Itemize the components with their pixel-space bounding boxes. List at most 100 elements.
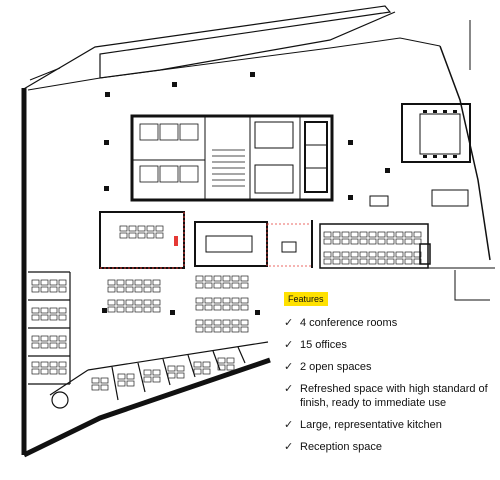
desk	[231, 304, 240, 311]
desk	[323, 251, 332, 258]
desk	[359, 258, 368, 265]
structural-columns	[102, 72, 390, 315]
desk	[195, 326, 204, 333]
desk	[91, 384, 100, 391]
desk	[240, 326, 249, 333]
desk	[143, 286, 152, 293]
desk	[213, 319, 222, 326]
desk	[193, 361, 202, 368]
desk	[404, 231, 413, 238]
desk	[107, 286, 116, 293]
desk	[359, 251, 368, 258]
desk	[31, 361, 40, 368]
feature-item: ✓15 offices	[284, 338, 490, 352]
desk	[31, 279, 40, 286]
desk	[231, 319, 240, 326]
desk	[152, 306, 161, 313]
desk	[213, 326, 222, 333]
check-icon: ✓	[284, 317, 294, 329]
desk	[222, 319, 231, 326]
desk	[413, 238, 422, 245]
desk	[49, 286, 58, 293]
feature-text: Large, representative kitchen	[300, 419, 442, 431]
desk	[202, 361, 211, 368]
desk	[152, 299, 161, 306]
desk	[58, 335, 67, 342]
desk	[413, 231, 422, 238]
desk	[404, 238, 413, 245]
desk	[386, 258, 395, 265]
desk	[377, 238, 386, 245]
check-icon: ✓	[284, 441, 294, 453]
desk	[350, 238, 359, 245]
feature-item: ✓Large, representative kitchen	[284, 418, 490, 432]
desk	[107, 299, 116, 306]
desk	[167, 365, 176, 372]
desk	[119, 232, 128, 239]
desk	[125, 279, 134, 286]
desk	[359, 231, 368, 238]
desk	[146, 225, 155, 232]
desk	[49, 307, 58, 314]
desk	[386, 238, 395, 245]
open-space-desks	[31, 225, 422, 391]
check-icon: ✓	[284, 383, 294, 395]
desk	[167, 372, 176, 379]
desk	[134, 279, 143, 286]
desk	[395, 251, 404, 258]
desk	[395, 238, 404, 245]
desk	[368, 251, 377, 258]
desk	[40, 342, 49, 349]
desk	[31, 314, 40, 321]
desk	[332, 238, 341, 245]
desk	[143, 299, 152, 306]
desk	[222, 282, 231, 289]
desk	[143, 369, 152, 376]
desk	[341, 238, 350, 245]
desk	[146, 232, 155, 239]
desk	[323, 258, 332, 265]
desk	[332, 251, 341, 258]
desk	[49, 361, 58, 368]
desk	[359, 238, 368, 245]
core-toilets-stairs	[130, 114, 334, 202]
features-title: Features	[284, 292, 328, 306]
feature-item: ✓4 conference rooms	[284, 316, 490, 330]
desk	[193, 368, 202, 375]
desk	[100, 377, 109, 384]
offices-bottom	[49, 341, 269, 401]
desk	[204, 282, 213, 289]
desk	[91, 377, 100, 384]
desk	[231, 297, 240, 304]
desk	[137, 225, 146, 232]
desk	[222, 275, 231, 282]
desk	[143, 306, 152, 313]
desk	[395, 258, 404, 265]
desk	[152, 279, 161, 286]
desk	[350, 251, 359, 258]
desk	[195, 297, 204, 304]
desk	[204, 275, 213, 282]
desk	[202, 368, 211, 375]
desk	[128, 225, 137, 232]
desk	[350, 258, 359, 265]
desk	[126, 380, 135, 387]
desk	[213, 304, 222, 311]
desk	[204, 326, 213, 333]
features-panel: Features ✓4 conference rooms ✓15 offices…	[284, 289, 490, 462]
desk	[404, 251, 413, 258]
desk	[116, 299, 125, 306]
desk	[117, 380, 126, 387]
open-space-right	[319, 223, 495, 269]
desk	[395, 231, 404, 238]
desk	[49, 314, 58, 321]
desk	[195, 282, 204, 289]
desk	[116, 286, 125, 293]
desk	[40, 279, 49, 286]
desk	[143, 376, 152, 383]
desk	[40, 335, 49, 342]
desk	[368, 258, 377, 265]
desk	[116, 279, 125, 286]
